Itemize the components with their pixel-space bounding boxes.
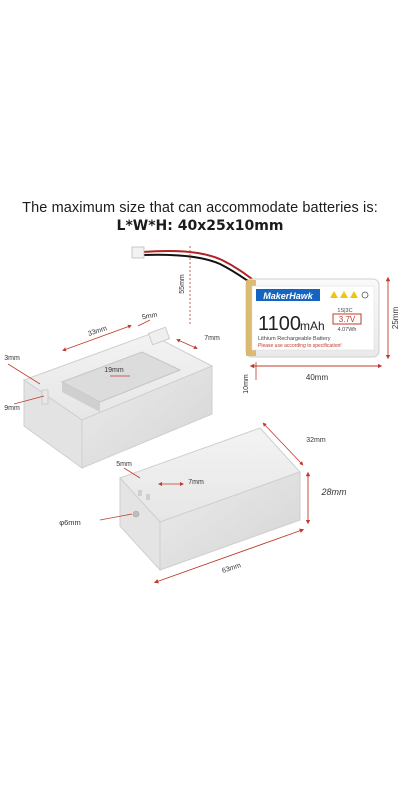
open-length-label: 33mm [87, 325, 108, 338]
box-length-label: 63mm [221, 562, 242, 575]
headline-line-1: The maximum size that can accommodate ba… [22, 200, 378, 216]
battery-warning: Please use according to specification! [258, 343, 342, 349]
box-5mm-label: 5mm [116, 461, 132, 468]
open-battery-box [22, 326, 214, 469]
battery-thickness-label: 10mm [243, 374, 250, 394]
wire-length-label: 55mm [179, 274, 186, 294]
battery-energy: 4.07Wh [338, 327, 357, 333]
battery-height-label: 25mm [391, 307, 400, 330]
closed-battery-box [119, 427, 301, 572]
open-7mm-label: 7mm [204, 335, 220, 342]
battery: MakerHawk 1100 mAh 1S|3C 3.7V 4.07Wh Lit… [131, 246, 380, 358]
battery-cell-tag: 1S|3C [337, 308, 352, 314]
jst-connector [131, 246, 145, 259]
battery-type: Lithium Rechargeable Battery [258, 336, 331, 342]
box-7mm-label: 7mm [188, 479, 204, 486]
box-height-label: 28mm [320, 487, 347, 497]
battery-dimensions: 55mm 25mm 40mm 10mm [179, 246, 400, 394]
headline-line-2: L*W*H: 40x25x10mm [116, 218, 284, 234]
slot-9mm-label: 9mm [4, 405, 20, 412]
charging-hole [132, 510, 140, 518]
battery-voltage: 3.7V [339, 315, 356, 324]
open-5mm-label: 5mm [141, 312, 158, 322]
box-width-label: 32mm [306, 437, 326, 444]
battery-length-label: 40mm [306, 373, 329, 382]
battery-brand: MakerHawk [263, 291, 314, 301]
slot-3mm-label: 3mm [4, 355, 20, 362]
brand-badge [256, 289, 320, 301]
battery-capacity: 1100 [258, 313, 301, 335]
hole-diameter-label: φ6mm [59, 518, 81, 527]
battery-capacity-unit: mAh [300, 319, 325, 333]
slot-19mm-label: 19mm [104, 367, 124, 374]
